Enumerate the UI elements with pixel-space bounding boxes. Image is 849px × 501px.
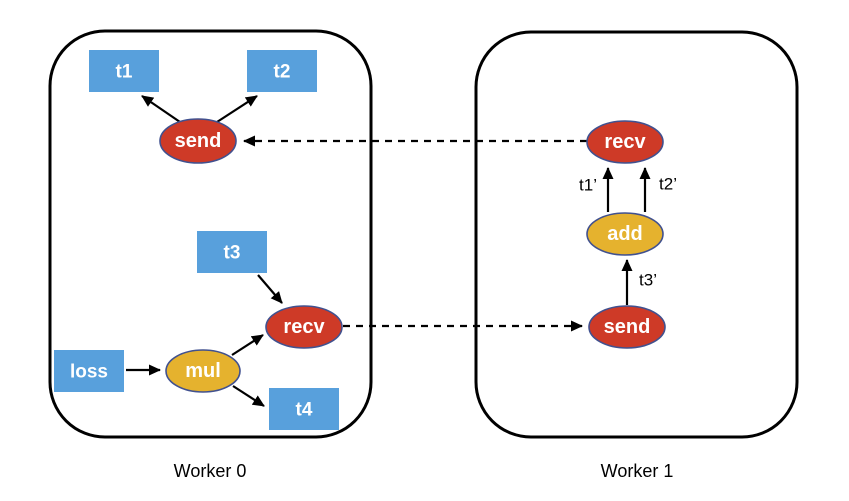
op-recv-worker1-label: recv [604,131,646,153]
op-mul-label: mul [185,360,221,382]
op-send-worker0-label: send [175,130,222,152]
edge-label-t1-prime: t1’ [579,176,597,195]
op-send-worker1-label: send [604,316,651,338]
op-recv-worker0-ellipse [265,305,343,349]
tensor-t4-label: t4 [296,400,313,421]
tensor-loss-box [54,350,124,392]
worker0-caption: Worker 0 [174,461,247,481]
tensor-t3-label: t3 [224,243,241,264]
op-mul-ellipse [165,349,241,393]
edge-send0-to-t1 [141,95,181,123]
worker1-container [474,30,799,439]
edge-mul-to-t4 [232,385,265,407]
op-send-worker1-ellipse [588,305,666,349]
worker1-caption: Worker 1 [601,461,674,481]
tensor-t1-label: t1 [116,62,133,83]
tensor-t3-box [197,231,267,273]
worker0-container [48,29,373,439]
edge-label-t3-prime: t3’ [639,271,657,290]
edge-mul-to-recv0 [231,334,264,356]
tensor-t2-box [247,50,317,92]
edge-send0-to-t2 [216,95,258,123]
tensor-t4-box [269,388,339,430]
op-add-label: add [607,223,643,245]
tensor-t2-label: t2 [274,62,291,83]
op-send-worker0-ellipse [159,118,237,164]
edge-t3-to-recv0 [257,274,283,304]
op-recv-worker1-ellipse [586,120,664,164]
tensor-t1-box [89,50,159,92]
op-recv-worker0-label: recv [283,316,325,338]
tensor-loss-label: loss [70,362,108,383]
edge-label-t2-prime: t2’ [659,175,677,194]
op-add-ellipse [586,212,664,256]
